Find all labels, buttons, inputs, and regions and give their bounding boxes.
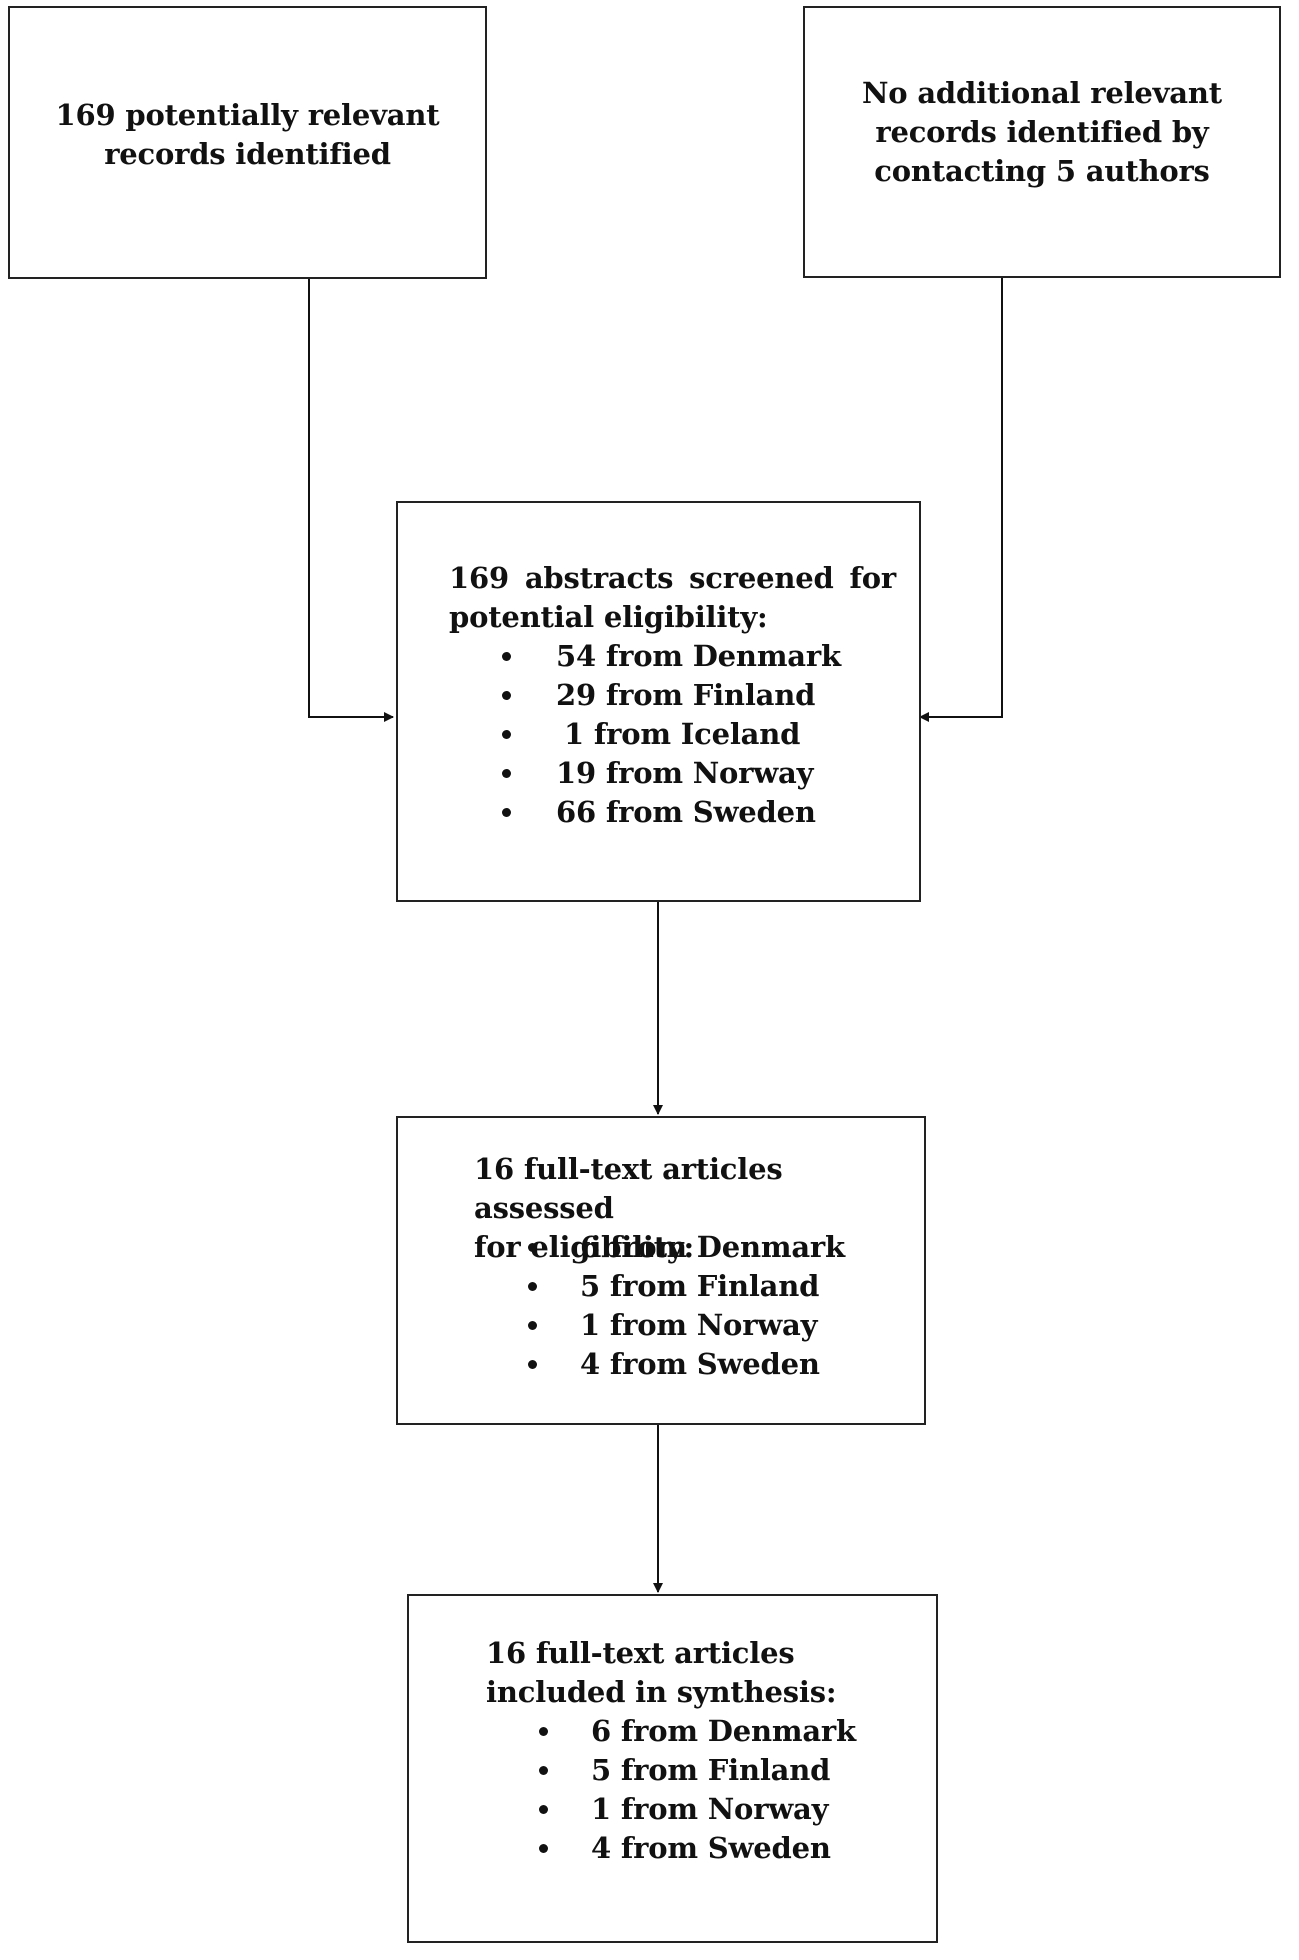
screened-abstracts-box: 169 abstracts screened for potential eli… xyxy=(396,501,921,902)
bullet-icon xyxy=(502,652,511,661)
screened-heading: 169 abstracts screened for potential eli… xyxy=(449,559,896,637)
included-heading-line-2: included in synthesis: xyxy=(486,1675,837,1709)
arrow-additional-to-screened xyxy=(919,278,1003,722)
additional-records-text: No additional relevant records identifie… xyxy=(805,74,1279,191)
assessed-heading: 16 full-text articles assessed for eligi… xyxy=(474,1150,924,1267)
bullet-icon xyxy=(539,1844,548,1853)
assessed-heading-line-1: 16 full-text articles assessed xyxy=(474,1152,783,1225)
screened-heading-line-2: potential eligibility: xyxy=(449,600,768,634)
identified-records-box: 169 potentially relevant records identif… xyxy=(8,6,487,279)
bullet-icon xyxy=(539,1727,548,1736)
arrow-identified-to-screened xyxy=(308,278,394,722)
bullet-icon xyxy=(502,808,511,817)
additional-records-box: No additional relevant records identifie… xyxy=(803,6,1281,278)
bullet-icon xyxy=(528,1321,537,1330)
identified-records-text: 169 potentially relevant records identif… xyxy=(10,96,485,174)
bullet-icon xyxy=(528,1360,537,1369)
bullet-icon xyxy=(502,691,511,700)
included-heading-line-1: 16 full-text articles xyxy=(486,1636,795,1670)
bullet-icon xyxy=(528,1243,537,1252)
additional-line-3: contacting 5 authors xyxy=(874,154,1210,188)
bullet-icon xyxy=(539,1766,548,1775)
identified-line-1: 169 potentially relevant xyxy=(55,98,440,132)
screened-heading-line-1: 169 abstracts screened for xyxy=(449,561,896,595)
bullet-icon xyxy=(502,769,511,778)
identified-line-2: records identified xyxy=(104,137,391,171)
bullet-icon xyxy=(539,1805,548,1814)
bullet-icon xyxy=(528,1282,537,1291)
bullet-icon xyxy=(502,730,511,739)
additional-line-2: records identified by xyxy=(875,115,1209,149)
assessed-articles-box: 16 full-text articles assessed for eligi… xyxy=(396,1116,926,1425)
assessed-heading-line-2: for eligibility: xyxy=(474,1230,695,1264)
additional-line-1: No additional relevant xyxy=(862,76,1222,110)
included-articles-box: 16 full-text articles included in synthe… xyxy=(407,1594,938,1943)
included-heading: 16 full-text articles included in synthe… xyxy=(486,1634,837,1712)
